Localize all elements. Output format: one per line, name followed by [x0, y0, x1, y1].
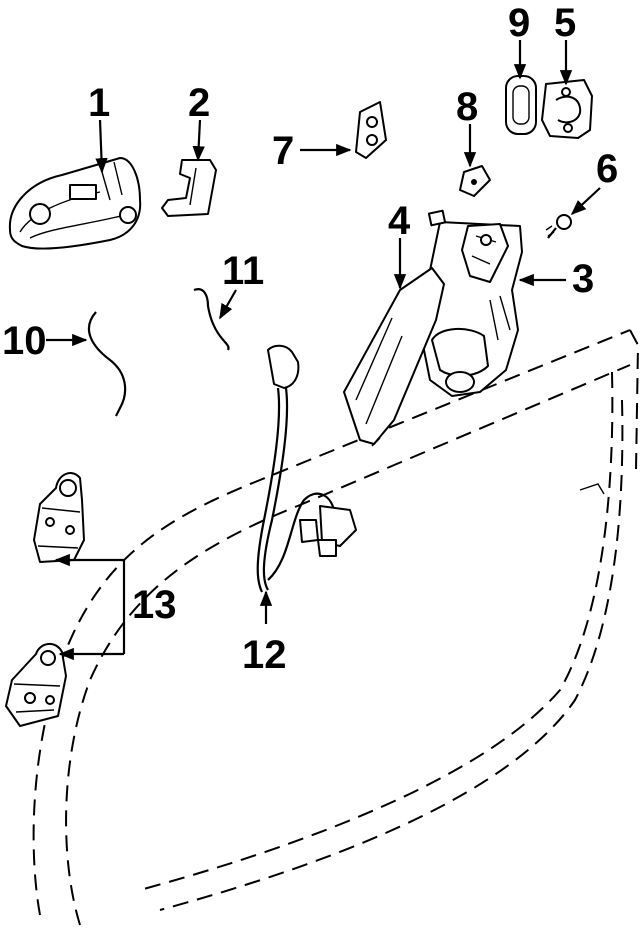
label-6: 6 — [596, 147, 618, 191]
part-13-upper-hinge — [33, 472, 85, 563]
label-13: 13 — [132, 583, 177, 627]
part-6-screw — [545, 214, 572, 239]
label-10: 10 — [2, 319, 47, 363]
part-12-wiring-harness — [256, 344, 357, 593]
part-8-clip — [459, 165, 491, 197]
part-1-outside-handle — [8, 157, 142, 250]
part-11-rod — [193, 288, 230, 351]
label-8: 8 — [456, 85, 478, 129]
label-5: 5 — [554, 1, 576, 45]
label-2: 2 — [188, 81, 210, 125]
callout-labels: 1 2 3 4 5 6 7 8 9 10 11 12 13 — [2, 1, 618, 677]
leader-lines — [46, 40, 601, 661]
part-4-lock-module-plate — [343, 267, 445, 447]
label-1: 1 — [88, 81, 110, 125]
label-3: 3 — [572, 257, 594, 301]
label-4: 4 — [388, 199, 411, 243]
part-7-retainer — [355, 101, 387, 159]
part-5-striker — [541, 79, 593, 139]
part-9-striker-cover — [505, 75, 537, 135]
label-11: 11 — [222, 249, 264, 293]
part-13-lower-hinge — [5, 643, 67, 727]
part-10-rod — [87, 311, 127, 417]
label-9: 9 — [508, 1, 530, 45]
part-2-bracket — [161, 159, 217, 217]
label-7: 7 — [272, 129, 294, 173]
label-12: 12 — [242, 633, 287, 677]
